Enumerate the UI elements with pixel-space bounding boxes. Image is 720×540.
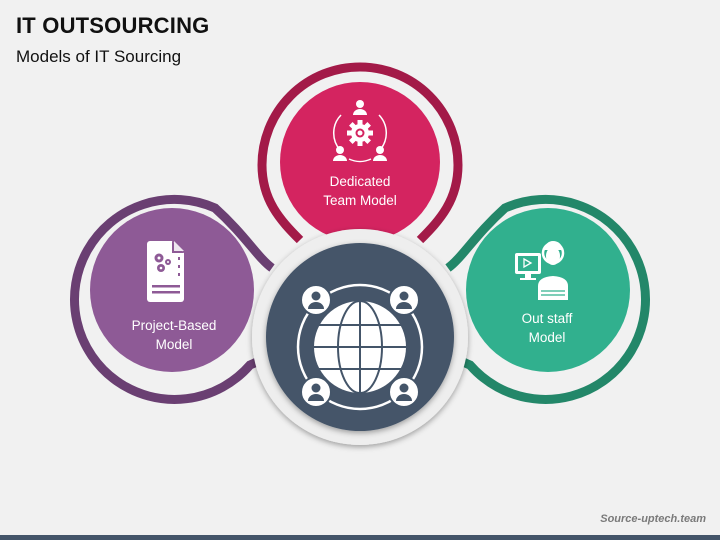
page-subtitle: Models of IT Sourcing <box>16 47 182 66</box>
source-credit: Source-uptech.team <box>600 513 706 525</box>
outstaff-label: Out staff Model <box>477 309 617 347</box>
project-ring <box>70 194 281 404</box>
dedicated-label: Dedicated Team Model <box>290 172 430 210</box>
person-monitor-icon <box>515 241 568 300</box>
dedicated-ring <box>257 62 463 244</box>
dedicated-label-line2: Team Model <box>323 193 397 208</box>
project-label-line2: Model <box>155 337 193 352</box>
team-gear-icon <box>332 100 388 163</box>
outstaff-label-line1: Out staff <box>521 311 573 326</box>
document-gears-icon <box>147 241 184 302</box>
dedicated-label-line1: Dedicated <box>329 174 391 189</box>
page-title: IT OUTSOURCING <box>16 13 210 38</box>
outstaff-label-line2: Model <box>528 330 566 345</box>
globe-network-icon <box>296 283 424 411</box>
project-label-line1: Project-Based <box>131 318 217 333</box>
project-label: Project-Based Model <box>104 316 244 354</box>
bottom-bar <box>0 535 720 540</box>
outstaff-ring <box>439 194 650 404</box>
